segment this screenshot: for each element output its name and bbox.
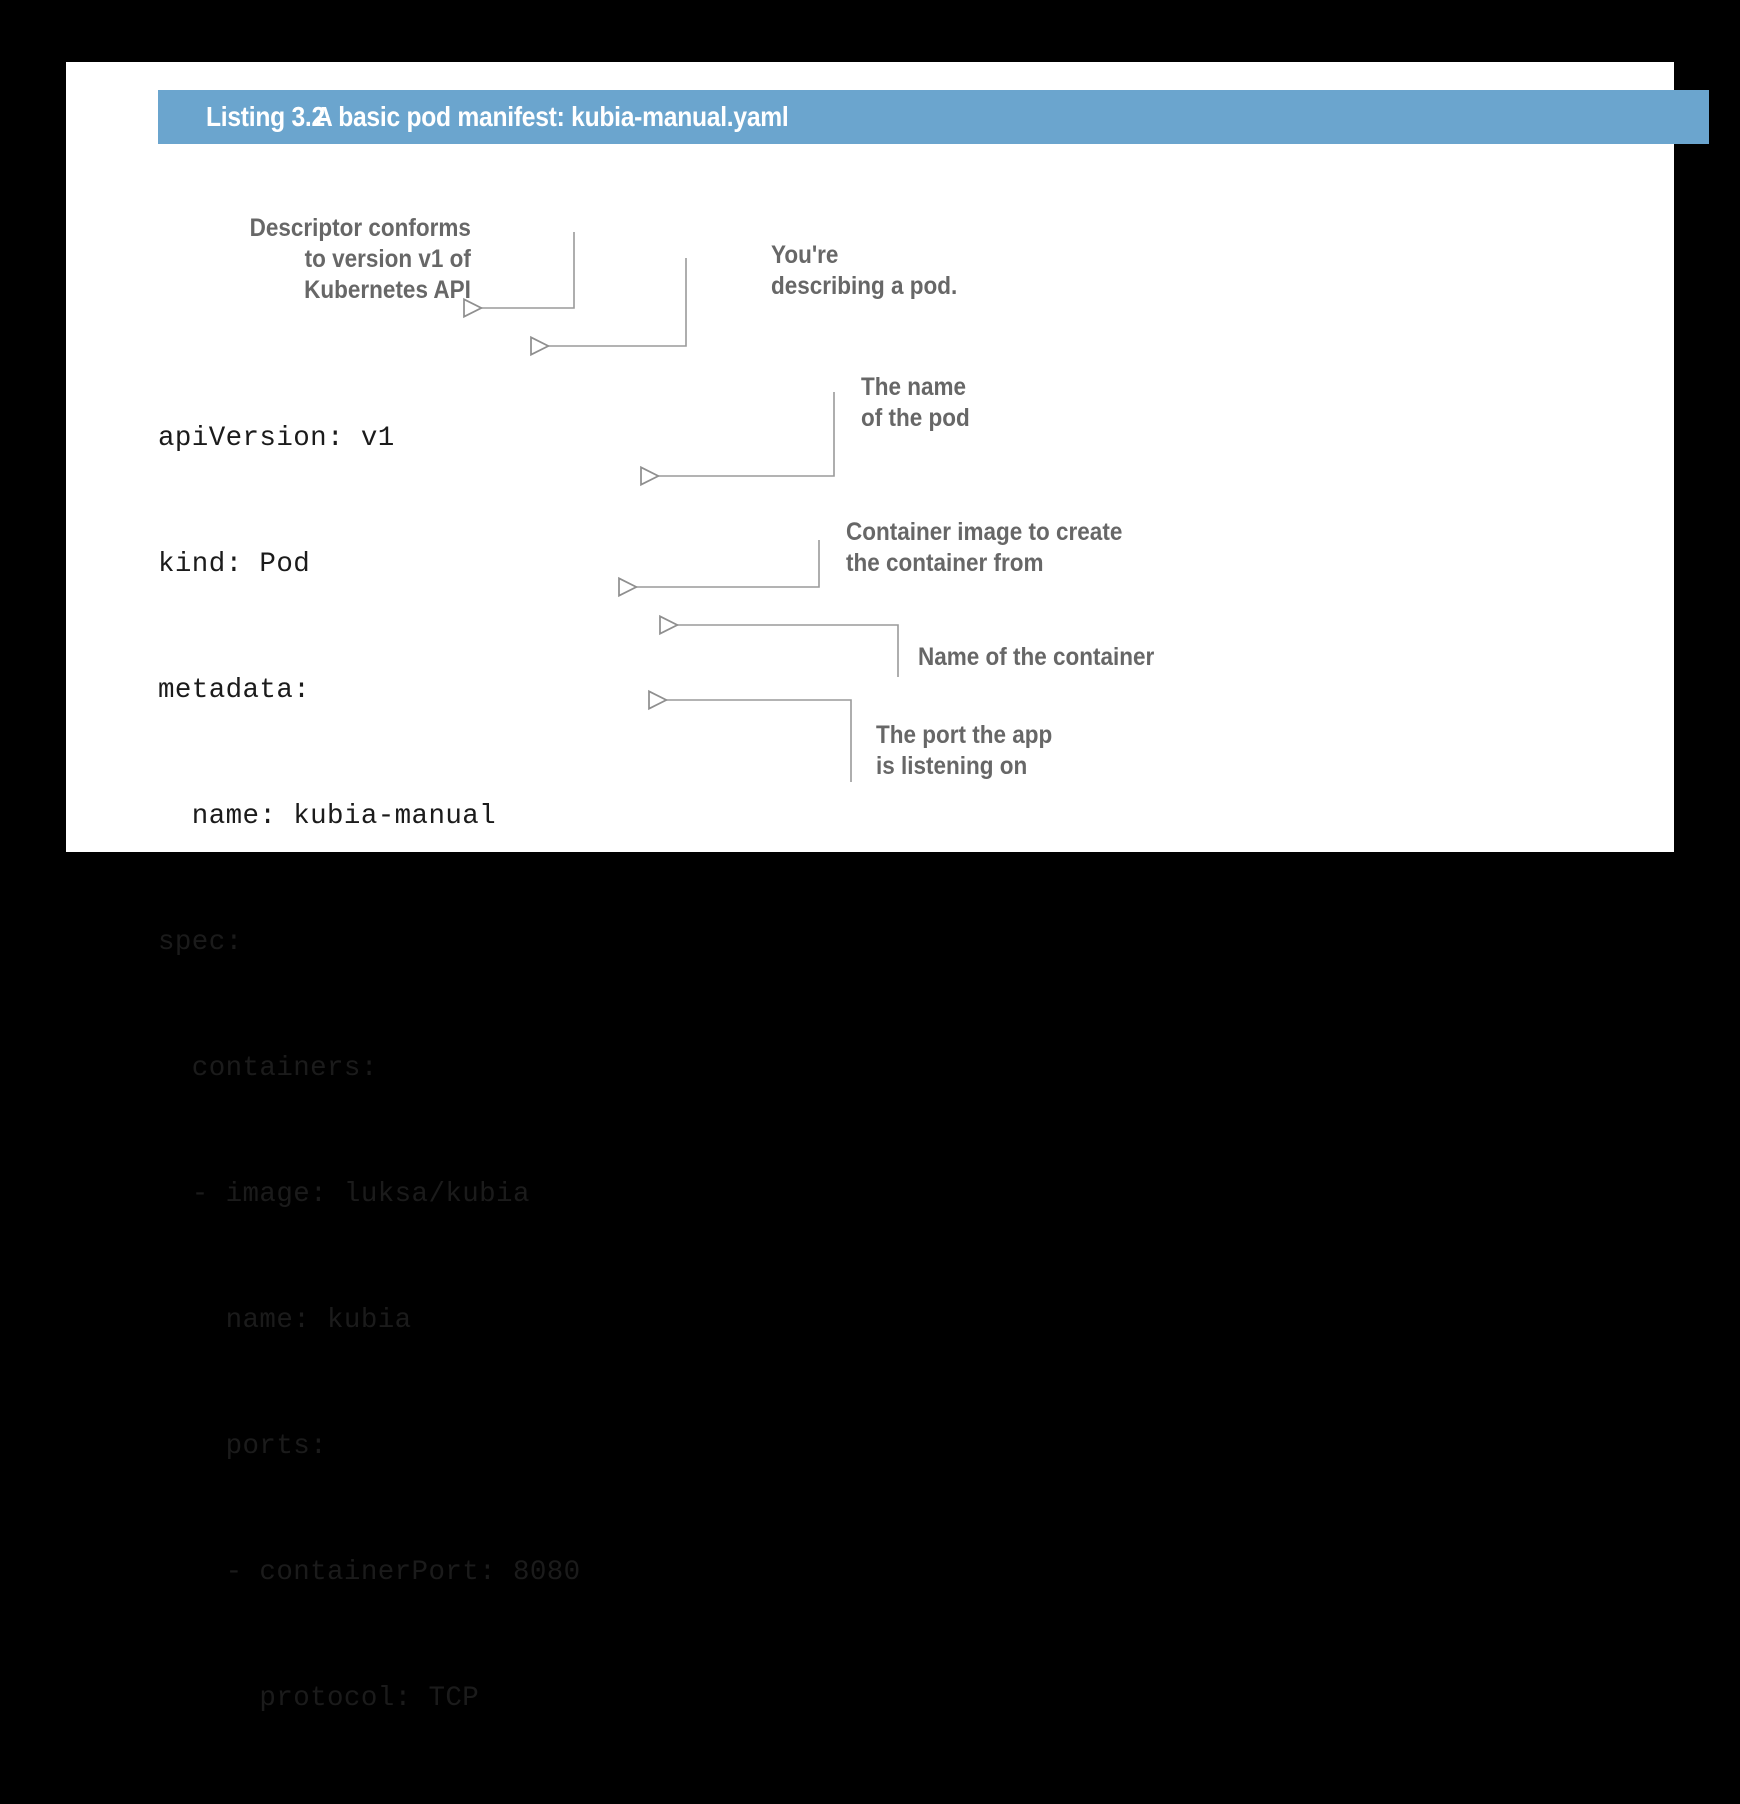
code-line: - image: luksa/kubia xyxy=(158,1179,530,1210)
code-line: - containerPort: 8080 xyxy=(158,1557,581,1588)
code-line: protocol: TCP xyxy=(158,1683,480,1714)
code-line: name: kubia xyxy=(158,1305,412,1336)
annotation-line: is listening on xyxy=(876,752,1028,780)
annotation-image: Container image to create the container … xyxy=(846,517,1122,579)
annotation-apiversion: Descriptor conforms to version v1 of Kub… xyxy=(250,213,471,306)
annotation-line: the container from xyxy=(846,549,1044,577)
connector-name-pod xyxy=(641,392,835,476)
annotation-line: to version v1 of xyxy=(304,245,471,273)
code-line: metadata: xyxy=(158,675,311,706)
code-line: name: kubia-manual xyxy=(158,801,497,832)
annotation-line: Container image to create xyxy=(846,518,1123,546)
yaml-code-block: apiVersion: v1 kind: Pod metadata: name:… xyxy=(158,334,581,1804)
connector-kind xyxy=(531,258,687,346)
figure-panel: Listing 3.2 A basic pod manifest: kubia-… xyxy=(66,62,1709,1714)
annotation-line: Name of the container xyxy=(918,643,1155,671)
listing-header-band: Listing 3.2 A basic pod manifest: kubia-… xyxy=(158,90,1709,144)
annotation-name-pod: The name of the pod xyxy=(861,372,970,434)
listing-title-label: A basic pod manifest: kubia-manual.yaml xyxy=(315,101,789,132)
annotation-line: Descriptor conforms xyxy=(249,214,471,242)
annotation-line: The port the app xyxy=(876,721,1053,749)
annotation-line: Kubernetes API xyxy=(304,276,471,304)
connector-apiversion xyxy=(464,232,575,308)
connector-image xyxy=(619,540,820,587)
connector-port xyxy=(649,700,852,782)
annotation-line: The name xyxy=(861,373,967,401)
listing-header-text: Listing 3.2 A basic pod manifest: kubia-… xyxy=(158,101,853,133)
annotation-container-name: Name of the container xyxy=(918,642,1154,673)
listing-number-label: Listing 3.2 xyxy=(206,101,325,132)
annotation-line: describing a pod. xyxy=(771,272,958,300)
annotation-line: You're xyxy=(771,241,839,269)
annotation-port: The port the app is listening on xyxy=(876,720,1052,782)
code-line: apiVersion: v1 xyxy=(158,423,395,454)
annotation-kind: You're describing a pod. xyxy=(771,240,957,302)
connector-container-name xyxy=(660,625,899,677)
code-line: ports: xyxy=(158,1431,328,1462)
annotation-line: of the pod xyxy=(861,404,970,432)
code-line: kind: Pod xyxy=(158,549,311,580)
screenshot-root: Listing 3.2 A basic pod manifest: kubia-… xyxy=(66,62,1709,1714)
code-line: spec: xyxy=(158,927,243,958)
code-line: containers: xyxy=(158,1053,378,1084)
